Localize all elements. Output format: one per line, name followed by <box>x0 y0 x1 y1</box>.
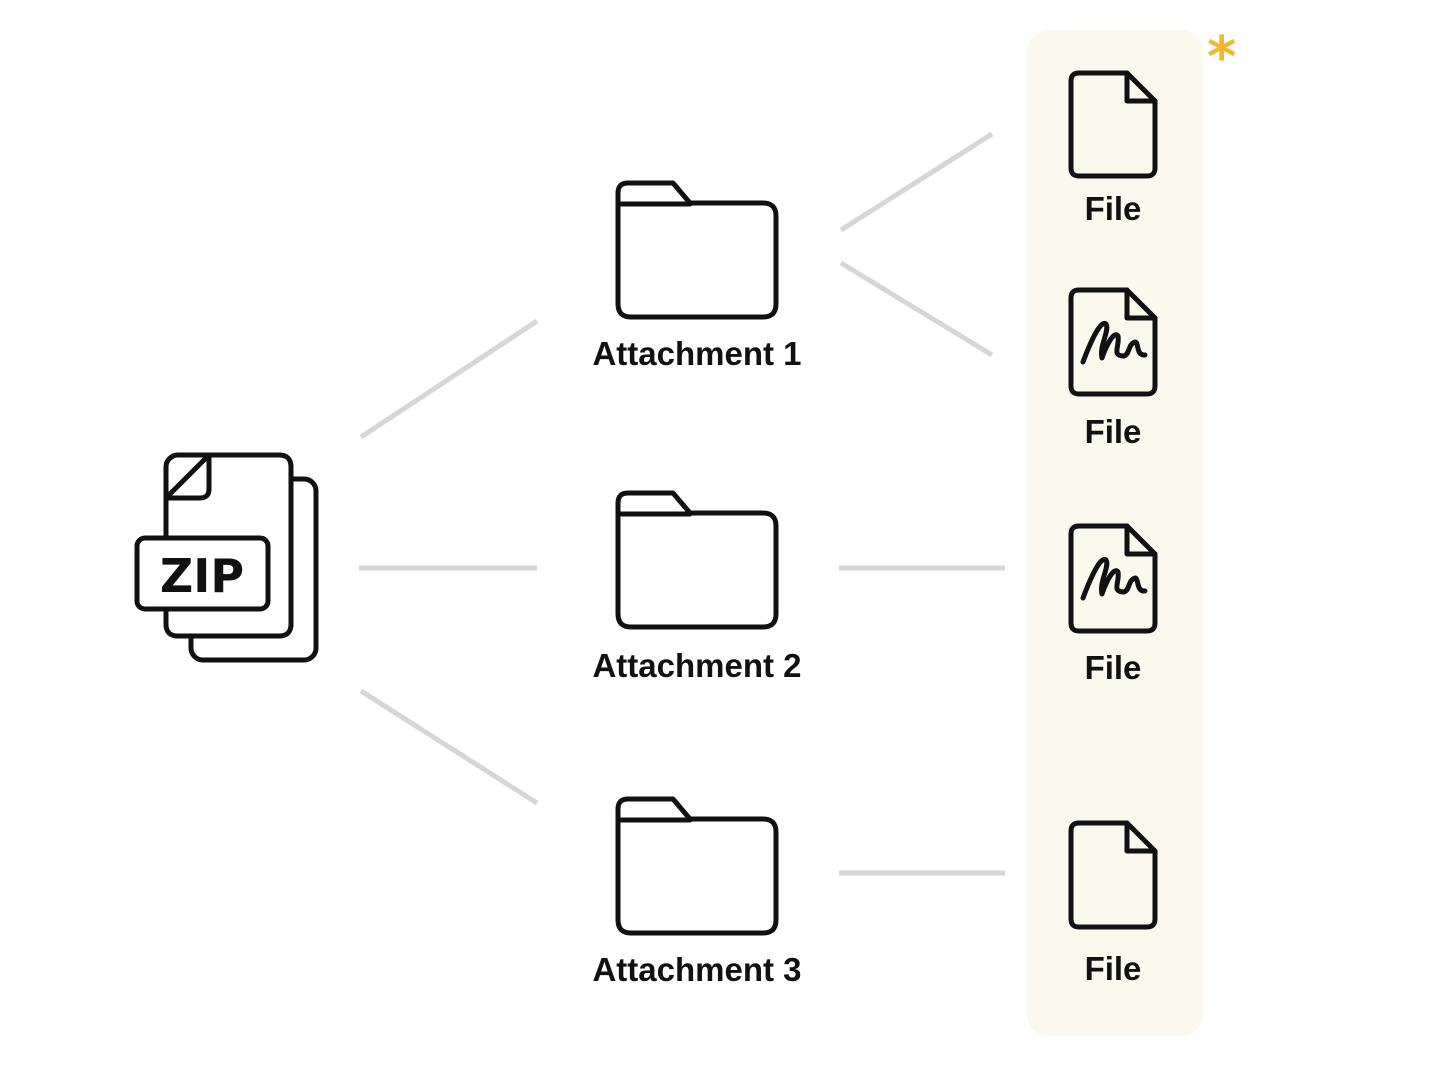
signed-file-icon <box>1068 523 1158 634</box>
file-1-label: File <box>1085 190 1142 227</box>
attachment-2-label: Attachment 2 <box>592 647 801 684</box>
signed-file-icon <box>1068 287 1158 397</box>
connector-attachment-1-file-1 <box>839 131 994 233</box>
folder-icon <box>615 490 779 630</box>
highlight-asterisk: * <box>1207 25 1236 90</box>
file-4-label: File <box>1085 950 1142 987</box>
file-3-label: File <box>1085 649 1142 686</box>
zip-badge-text: ZIP <box>160 549 244 603</box>
connector-zip-attachment-1 <box>359 318 539 440</box>
connector-zip-attachment-3 <box>359 688 539 806</box>
connector-attachment-1-file-2 <box>839 260 994 358</box>
zip-archive-icon: ZIP <box>134 452 319 663</box>
blank-file-icon <box>1068 70 1158 179</box>
blank-file-icon <box>1068 820 1158 930</box>
attachment-1-label: Attachment 1 <box>592 335 801 372</box>
attachment-3-label: Attachment 3 <box>592 951 801 988</box>
folder-icon <box>615 180 779 320</box>
folder-icon <box>615 796 779 936</box>
file-2-label: File <box>1085 413 1142 450</box>
